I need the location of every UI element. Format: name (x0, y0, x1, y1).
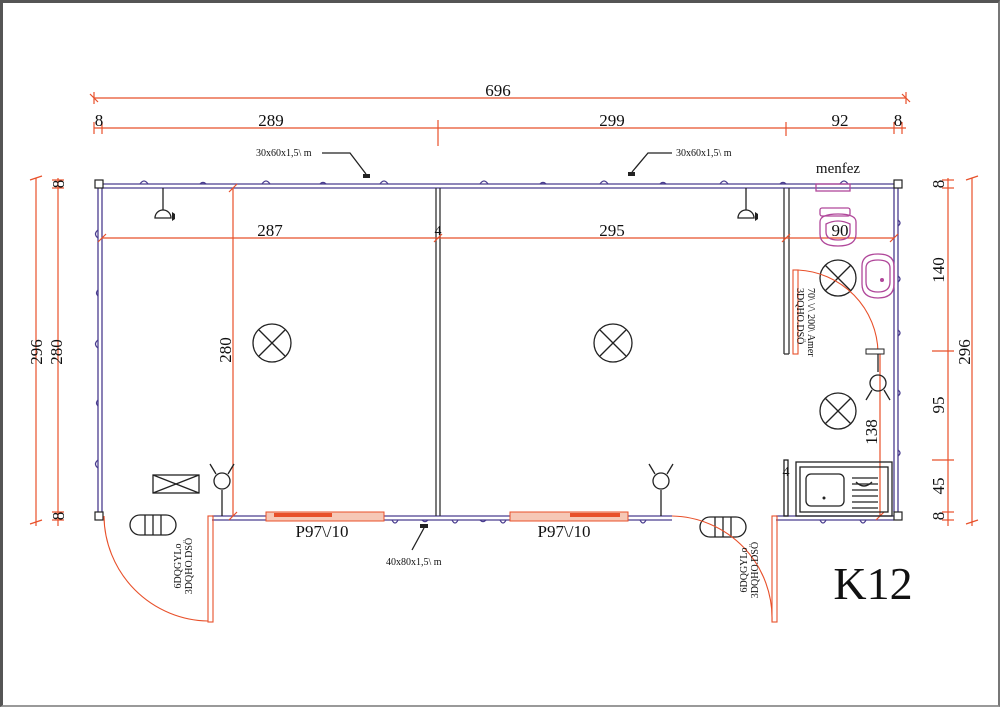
doormat-icon (129, 514, 177, 536)
dim-kitchen-height: 138 (862, 419, 881, 445)
doormat-icon (699, 516, 747, 538)
wc-door-label-2: 3DQHO.DSÖ (794, 288, 806, 344)
dim-right-bottom-end: 8 (929, 512, 948, 521)
left-dimensions (29, 175, 64, 526)
window-left (265, 511, 385, 522)
vent-label: menfez (816, 161, 860, 177)
right-dimensions (932, 175, 979, 526)
washbasin-icon (861, 253, 895, 299)
profile-label-top-left: 30x60x1,5\ m (256, 148, 312, 159)
entry-door-left-label-2: 3DQHO.DSÖ (183, 538, 195, 594)
kitchen-sink-icon (783, 459, 893, 517)
dim-room2-width: 295 (599, 221, 625, 240)
dim-top-total: 696 (485, 81, 511, 100)
dim-left-top-end: 8 (49, 180, 68, 189)
dim-left-inner: 280 (47, 339, 66, 365)
wc-door-label-1: 70\ \/\ 200\ Amer (805, 288, 816, 357)
dim-top-left-end: 8 (95, 111, 104, 130)
dim-wc-width: 90 (832, 221, 849, 240)
ceiling-light-icon (819, 392, 857, 430)
wall-lamp-icon (154, 188, 175, 221)
profile-label-bottom: 40x80x1,5\ m (386, 557, 442, 568)
inner-dimension (97, 183, 899, 521)
dim-top-wc: 92 (832, 111, 849, 130)
entry-door-right-label-1: 6DQGYLo (739, 548, 750, 593)
dim-top-room1: 289 (258, 111, 284, 130)
dim-right-140: 140 (929, 257, 948, 283)
plan-title: K12 (833, 558, 912, 609)
power-outlet-icon (865, 348, 891, 401)
vent-grille (815, 183, 851, 192)
dim-kitchen-wall: 4 (783, 465, 790, 480)
ceiling-light-icon (819, 259, 857, 297)
ceiling-light-icon (593, 323, 633, 363)
top-dimensions (89, 92, 911, 146)
entry-door-left-label-1: 6DQGYLo (173, 544, 184, 589)
dim-left-bottom-end: 8 (49, 512, 68, 521)
dim-right-total: 296 (955, 339, 974, 365)
wc-door (792, 269, 879, 355)
dim-partition: 4 (435, 224, 442, 239)
dim-room1-width: 287 (257, 221, 283, 240)
power-outlet-icon (648, 463, 674, 516)
wall-lamp-icon (737, 188, 758, 221)
entry-door-right-label-2: 3DQHO.DSÖ (749, 542, 761, 598)
profile-callouts (322, 152, 672, 551)
dim-right-95: 95 (929, 397, 948, 414)
dim-left-total: 296 (27, 339, 46, 365)
ceiling-light-icon (252, 323, 292, 363)
power-outlet-icon (209, 463, 235, 516)
window-right (509, 511, 629, 522)
heater-icon (152, 474, 200, 494)
window-left-label: P97\/10 (296, 522, 349, 541)
dim-room-height: 280 (216, 337, 235, 363)
dim-right-top-end: 8 (929, 180, 948, 189)
entry-door-left (103, 515, 214, 623)
dim-right-45: 45 (929, 478, 948, 495)
window-right-label: P97\/10 (538, 522, 591, 541)
toilet-icon (819, 207, 857, 247)
dim-top-right-end: 8 (894, 111, 903, 130)
profile-label-top-right: 30x60x1,5\ m (676, 148, 732, 159)
dim-top-room2: 299 (599, 111, 625, 130)
entry-door-right (671, 515, 778, 623)
